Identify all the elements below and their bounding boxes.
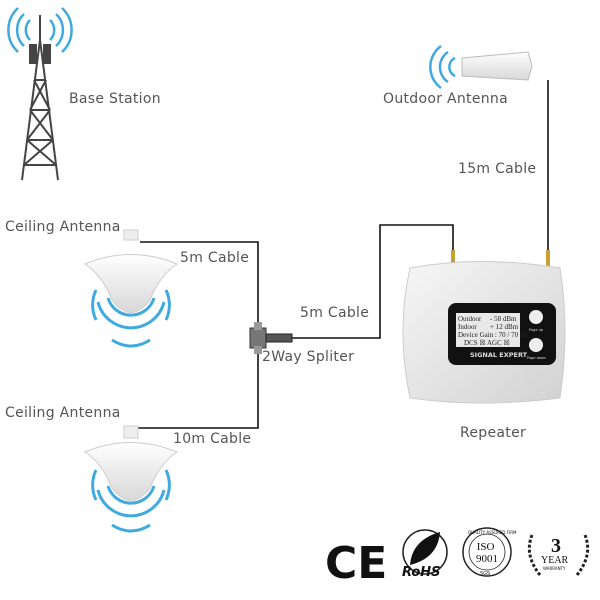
svg-text:YEAR: YEAR: [541, 555, 569, 566]
ceiling-antenna-2-icon: [83, 425, 179, 533]
ceiling-antenna-1-label: Ceiling Antenna: [5, 219, 121, 235]
screen-row2-value: + 12 dBm: [490, 323, 519, 331]
page-up-button: [529, 310, 543, 324]
cables: [135, 80, 549, 429]
cable-10m-label: 10m Cable: [173, 431, 252, 447]
svg-text:CE: CE: [325, 538, 387, 589]
svg-text:SGS: SGS: [480, 571, 490, 577]
ce-mark-icon: CE: [325, 538, 387, 589]
rohs-logo-icon: RoHS: [402, 529, 448, 580]
tower-signal-waves-icon: [7, 7, 73, 53]
page-down-label: Page down: [527, 356, 546, 360]
cable-15m-label: 15m Cable: [458, 161, 537, 177]
screen-row4: DCS ☒ AGC ☒: [464, 339, 510, 347]
repeater-brand: SIGNAL EXPERT: [470, 351, 528, 359]
svg-text:WARRANTY: WARRANTY: [543, 566, 566, 571]
splitter-icon: [249, 322, 293, 354]
3-year-warranty-logo-icon: 3 YEAR WARRANTY: [527, 534, 590, 576]
outdoor-antenna-label: Outdoor Antenna: [383, 91, 508, 107]
screen-row2-label: Indoor: [458, 323, 477, 331]
iso-9001-logo-icon: ISO 9001 QUALITY ASSURED FIRM SGS: [462, 527, 517, 577]
outdoor-antenna-icon: [429, 44, 533, 90]
svg-text:QUALITY ASSURED FIRM: QUALITY ASSURED FIRM: [468, 530, 517, 535]
cable-5m-top-label: 5m Cable: [180, 250, 250, 266]
splitter-label: 2Way Spliter: [262, 349, 355, 365]
svg-text:3: 3: [551, 535, 561, 557]
cable-5m-mid-label: 5m Cable: [300, 305, 370, 321]
iso-9001-text: ISO 9001: [476, 541, 498, 565]
ceiling-antenna-1-icon: [83, 229, 179, 348]
screen-row1-value: - 58 dBm: [490, 315, 517, 323]
base-station-tower-icon: [21, 15, 59, 181]
page-down-button: [529, 338, 543, 352]
svg-text:RoHS: RoHS: [402, 565, 441, 580]
base-station-label: Base Station: [69, 91, 161, 107]
screen-row1-label: Outdoor: [458, 315, 482, 323]
ceiling-antenna-2-label: Ceiling Antenna: [5, 405, 121, 421]
screen-row3: Device Gain : 70 / 70 dB: [458, 331, 528, 339]
repeater-device: Outdoor - 58 dBm Indoor + 12 dBm Device …: [402, 250, 566, 404]
page-up-label: Page up: [529, 328, 544, 332]
repeater-label: Repeater: [460, 425, 527, 441]
